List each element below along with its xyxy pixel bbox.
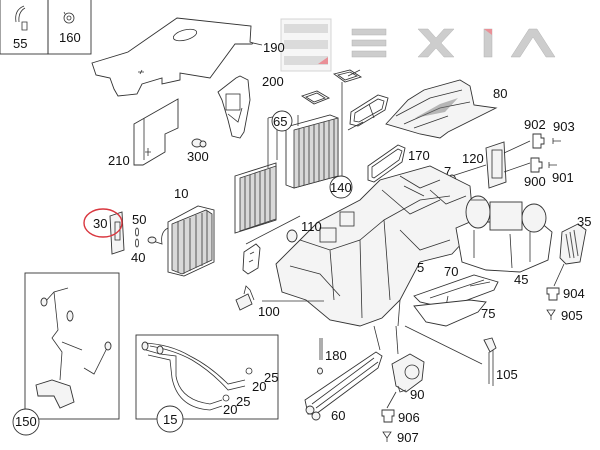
callout-7: 7 — [444, 164, 451, 179]
part-120-control-module[interactable] — [485, 141, 507, 189]
callout-901: 901 — [552, 170, 574, 185]
part-905-pin[interactable] — [546, 309, 556, 320]
callout-25-lower: 25 — [236, 394, 250, 409]
callout-140: 140 — [330, 180, 352, 195]
logo-e-bars — [351, 28, 387, 58]
callout-903: 903 — [553, 119, 575, 134]
part-35-blower-resistor[interactable] — [559, 223, 587, 265]
part-904-connector[interactable] — [546, 287, 560, 301]
part-110-cap[interactable] — [286, 229, 298, 243]
callout-45: 45 — [514, 272, 528, 287]
callout-20-upper: 20 — [252, 379, 266, 394]
callout-210: 210 — [108, 153, 130, 168]
part-105-sensor[interactable] — [483, 337, 497, 386]
part-10-evaporator[interactable] — [147, 205, 215, 277]
callout-902: 902 — [524, 117, 546, 132]
callout-25-upper: 25 — [264, 370, 278, 385]
part-75-seal-plate[interactable] — [413, 299, 487, 327]
clip-icon — [15, 5, 28, 31]
callout-5: 5 — [417, 260, 424, 275]
part-200-bracket[interactable] — [217, 75, 251, 139]
part-210-panel[interactable] — [133, 98, 179, 166]
callout-160: 160 — [59, 30, 81, 45]
callout-70: 70 — [444, 264, 458, 279]
callout-35: 35 — [577, 214, 591, 229]
top-box-160[interactable]: 160 — [47, 0, 92, 55]
callout-150: 150 — [15, 414, 37, 429]
callout-65: 65 — [273, 114, 287, 129]
callout-904: 904 — [563, 286, 585, 301]
part-o-rings[interactable] — [135, 227, 139, 248]
part-switch-panel[interactable] — [242, 243, 261, 275]
callout-40: 40 — [131, 250, 145, 265]
callout-180: 180 — [325, 348, 347, 363]
callout-200: 200 — [262, 74, 284, 89]
part-5-hvac-housing[interactable] — [275, 165, 475, 327]
callout-75: 75 — [481, 306, 495, 321]
callout-170: 170 — [408, 148, 430, 163]
part-170-seal[interactable] — [367, 144, 406, 183]
callout-100: 100 — [258, 304, 280, 319]
callout-105: 105 — [496, 367, 518, 382]
highlight-circle-30 — [83, 208, 123, 238]
part-65-cabin-filter-left[interactable] — [234, 162, 277, 234]
logo-a — [510, 28, 556, 58]
callout-80: 80 — [493, 86, 507, 101]
part-100-sensor[interactable] — [235, 285, 255, 311]
part-902-connector[interactable] — [532, 133, 545, 149]
callout-10: 10 — [174, 186, 188, 201]
part-90-actuator[interactable] — [391, 353, 425, 393]
gasket-middle[interactable] — [300, 90, 331, 105]
callout-907: 907 — [397, 430, 419, 445]
exia-watermark-logo — [280, 18, 556, 72]
gasket-oval[interactable] — [349, 94, 389, 127]
callout-190: 190 — [263, 40, 285, 55]
part-70-cover-plate[interactable] — [413, 274, 499, 309]
part-300-clip[interactable] — [191, 138, 207, 148]
callout-20-lower: 20 — [223, 402, 237, 417]
callout-300: 300 — [187, 149, 209, 164]
part-907-pin[interactable] — [382, 431, 392, 442]
part-65-cabin-filter-right[interactable] — [285, 114, 339, 189]
callout-110: 110 — [301, 219, 322, 234]
part-190-insulation[interactable] — [91, 17, 263, 97]
callout-120: 120 — [462, 151, 484, 166]
callout-905: 905 — [561, 308, 583, 323]
part-906-connector[interactable] — [381, 409, 395, 423]
part-903-pin[interactable] — [552, 138, 561, 144]
callout-90: 90 — [410, 387, 424, 402]
box-15-heater-pipes[interactable] — [135, 334, 279, 420]
logo-x — [417, 28, 455, 58]
callout-55: 55 — [13, 36, 27, 51]
part-60-heater-core[interactable] — [304, 351, 383, 421]
callout-900: 900 — [524, 174, 546, 189]
top-box-55[interactable]: 55 — [0, 0, 49, 55]
part-80-upper-housing[interactable] — [385, 79, 498, 139]
part-180-sensor[interactable] — [317, 338, 323, 375]
callout-60: 60 — [331, 408, 345, 423]
callout-50: 50 — [132, 212, 146, 227]
callout-906: 906 — [398, 410, 420, 425]
box-150-linkage[interactable] — [24, 272, 120, 420]
plug-icon — [63, 11, 75, 24]
callout-15: 15 — [163, 412, 177, 427]
part-900-connector[interactable] — [530, 157, 543, 173]
part-45-blower-motor[interactable] — [455, 195, 553, 273]
callout-30: 30 — [93, 216, 107, 231]
part-901-pin[interactable] — [548, 162, 557, 168]
